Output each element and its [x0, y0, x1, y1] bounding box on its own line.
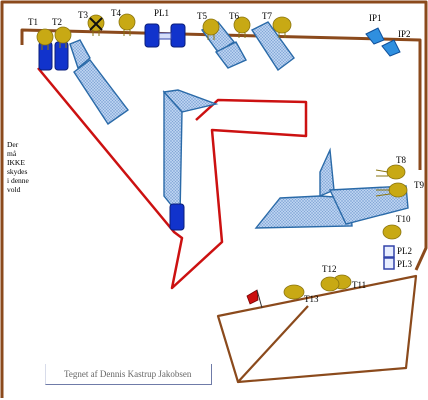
label-pl2: PL2 — [397, 246, 412, 256]
label-t9: T9 — [414, 180, 424, 190]
no-shoot-berm-note: Der må IKKE skydes i denne vold — [7, 140, 29, 194]
target-t1-shape — [36, 28, 54, 46]
label-pl1: PL1 — [154, 8, 169, 18]
plate-pl2-icon — [383, 245, 395, 258]
target-t12-shape — [320, 276, 340, 292]
target-t6-shape — [233, 16, 251, 34]
cover-wall-left-upper — [69, 39, 91, 70]
no-shoot-mark-t3 — [89, 17, 103, 31]
plates-right — [383, 245, 395, 270]
target-t4-shape — [118, 13, 136, 31]
poppers — [365, 27, 401, 57]
cover-walls — [69, 21, 409, 229]
target-t8-shape — [386, 164, 406, 180]
barrel-t1-a — [38, 41, 53, 71]
label-t11: T11 — [352, 280, 366, 290]
cover-wall-right-low-right — [328, 185, 409, 225]
target-t2-shape — [54, 26, 72, 44]
cover-wall-center-vertical — [163, 90, 183, 218]
label-t12: T12 — [322, 264, 337, 274]
target-stands — [41, 30, 391, 197]
label-t3: T3 — [78, 10, 88, 20]
start-position-icon — [246, 289, 263, 309]
barrel-center — [169, 203, 185, 231]
barrel-pl1-a — [144, 23, 160, 48]
label-pl3: PL3 — [397, 259, 413, 269]
lower-bay-diagonal — [237, 305, 309, 383]
target-t10-shape — [382, 224, 402, 240]
label-ip1: IP1 — [369, 13, 382, 23]
label-t6: T6 — [229, 11, 239, 21]
cover-wall-t7 — [250, 21, 295, 72]
lower-bay — [216, 274, 418, 384]
target-t9-shape — [388, 182, 408, 198]
cover-wall-right-post — [319, 147, 335, 198]
label-t10: T10 — [396, 214, 411, 224]
label-t1: T1 — [28, 17, 38, 27]
target-t13-shape — [283, 284, 305, 300]
plate-pl3-icon — [383, 257, 395, 270]
labels: T1 T2 T3 T4 PL1 T5 T6 T7 IP1 IP2 T8 T9 T… — [28, 8, 424, 304]
credit-box: Tegnet af Dennis Kastrup Jakobsen — [45, 364, 212, 385]
credit-text: Tegnet af Dennis Kastrup Jakobsen — [64, 369, 192, 379]
cover-wall-left-diagonal — [73, 59, 129, 125]
fault-line — [37, 67, 308, 290]
label-t4: T4 — [111, 8, 121, 18]
label-t2: T2 — [52, 17, 62, 27]
popper-ip1-icon — [365, 27, 385, 45]
cover-wall-t6 — [214, 41, 247, 69]
lower-bay-outline — [216, 274, 418, 384]
label-ip2: IP2 — [398, 29, 411, 39]
target-t7-shape — [272, 16, 292, 34]
label-t13: T13 — [304, 294, 319, 304]
barrels — [38, 23, 186, 231]
label-t7: T7 — [262, 11, 272, 21]
barrel-pl1-b — [170, 23, 186, 48]
popper-ip2-icon — [381, 39, 401, 57]
label-t5: T5 — [197, 11, 207, 21]
plate-pl1-connector — [158, 32, 172, 40]
target-t5-shape — [202, 18, 220, 36]
label-t8: T8 — [396, 155, 406, 165]
